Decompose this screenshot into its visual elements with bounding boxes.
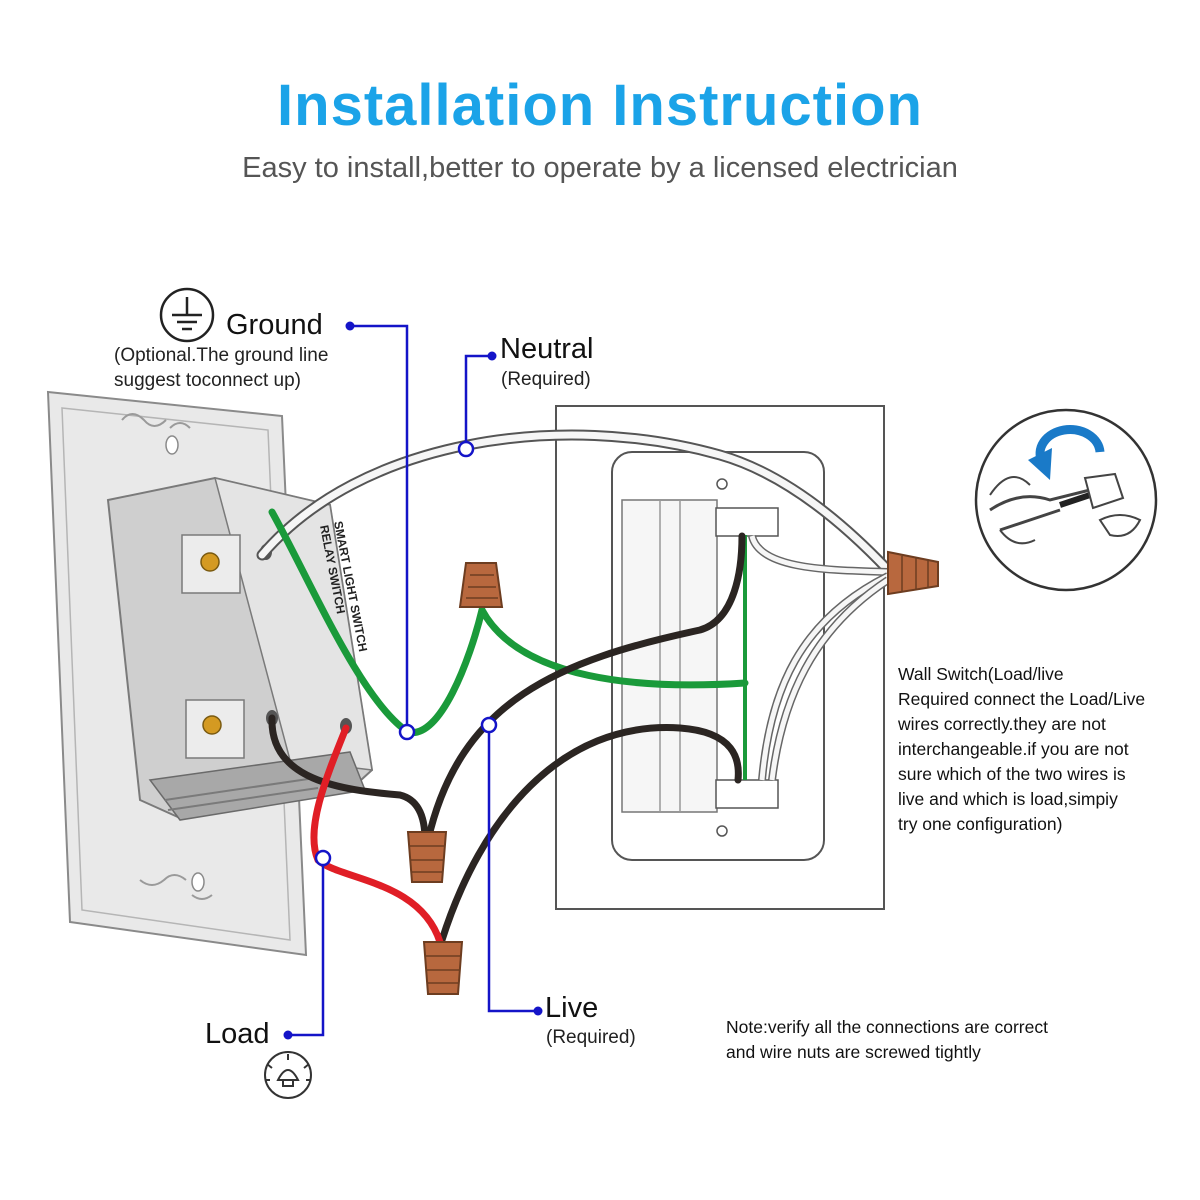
live-label: Live: [545, 992, 599, 1024]
ground-note-2: suggest toconnect up): [114, 370, 301, 391]
wire-nut-load: [422, 941, 464, 995]
wire-nut-live-top: [406, 831, 448, 883]
bottom-note: Note:verify all the connections are corr…: [726, 1015, 1048, 1065]
bottom-note-line: and wire nuts are screwed tightly: [726, 1042, 981, 1062]
neutral-required-note: (Required): [501, 369, 591, 390]
wall-switch-note-line: interchangeable.if you are not: [898, 739, 1129, 759]
twist-arrow-icon: [1028, 425, 1105, 480]
wire-nuts: [406, 550, 939, 995]
load-callout-line: [288, 864, 325, 1037]
callout-markers: [283, 321, 543, 1040]
wires: [256, 429, 894, 946]
neutral-callout-line: [464, 354, 492, 443]
wall-switch-note-line: Wall Switch(Load/live: [898, 664, 1064, 684]
ground-note-1: (Optional.The ground line: [114, 345, 329, 366]
bottom-note-line: Note:verify all the connections are corr…: [726, 1017, 1048, 1037]
wire-nut-neutral: [887, 550, 939, 596]
ground-symbol-icon: [159, 287, 215, 343]
callout-lines: [288, 324, 538, 1037]
wall-switch-note-line: try one configuration): [898, 814, 1063, 834]
twist-detail-inset: [974, 408, 1158, 592]
load-label: Load: [205, 1018, 270, 1050]
wall-switch-note-line: sure which of the two wires is: [898, 764, 1126, 784]
light-bulb-icon: [264, 1051, 312, 1099]
ground-callout-line: [350, 324, 409, 726]
wall-switch-note-line: live and which is load,simpiy: [898, 789, 1118, 809]
wall-switch-note-line: Required connect the Load/Live: [898, 689, 1146, 709]
wall-switch-note-line: wires correctly.they are not: [898, 714, 1106, 734]
neutral-label: Neutral: [500, 333, 594, 365]
page-title: Installation Instruction: [277, 73, 923, 138]
wire-nut-ground: [458, 562, 504, 608]
wall-switch-note: Wall Switch(Load/live Required connect t…: [898, 662, 1145, 837]
page-subtitle: Easy to install,better to operate by a l…: [242, 152, 958, 184]
live-required-note: (Required): [546, 1027, 636, 1048]
ground-label: Ground: [226, 309, 323, 341]
live-callout-line: [487, 731, 538, 1013]
